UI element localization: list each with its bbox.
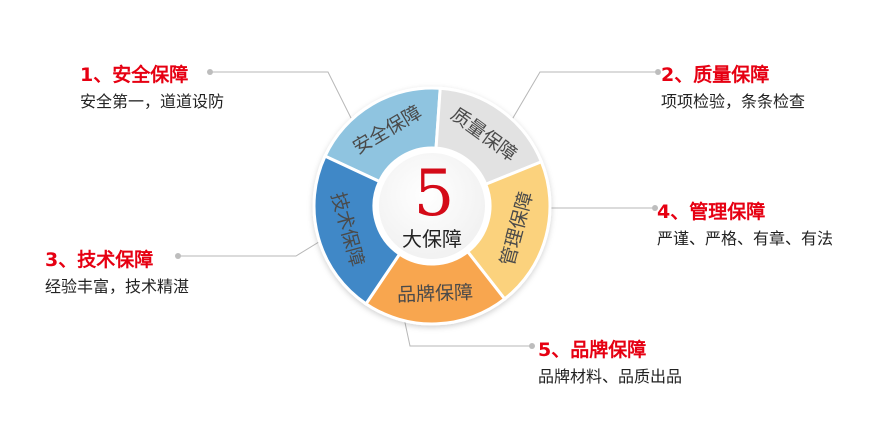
callout-management: 4、管理保障 严谨、严格、有章、有法 — [657, 200, 833, 250]
ring-segment-technology — [312, 154, 402, 306]
ring-segment-brand — [363, 249, 507, 326]
callout-safety: 1、安全保障 安全第一，道道设防 — [80, 63, 224, 113]
ring-label-brand: 品牌保障 — [397, 282, 474, 307]
callout-title: 4、管理保障 — [657, 201, 766, 223]
callout-desc: 安全第一，道道设防 — [80, 92, 225, 111]
callout-title: 5、品牌保障 — [538, 339, 647, 361]
center-number: 5 — [414, 157, 455, 231]
ring-segment-management — [465, 159, 552, 302]
connector-5 — [403, 317, 532, 347]
callout-brand: 5、品牌保障 品牌材料、品质出品 — [538, 338, 682, 388]
callout-desc: 经验丰富，技术精湛 — [45, 277, 190, 296]
callout-quality: 2、质量保障 项项检验，条条检查 — [661, 63, 805, 113]
callout-title: 2、质量保障 — [661, 64, 770, 86]
center-disc — [375, 149, 489, 263]
connector-2 — [499, 71, 658, 141]
ring — [312, 86, 552, 326]
callout-desc: 严谨、严格、有章、有法 — [657, 229, 834, 248]
callout-technology: 3、技术保障 经验丰富，技术精湛 — [45, 248, 189, 298]
connector-1 — [210, 71, 363, 141]
callout-desc: 品牌材料、品质出品 — [538, 367, 683, 386]
callout-desc: 项项检验，条条检查 — [661, 92, 806, 111]
callout-title: 3、技术保障 — [45, 249, 154, 271]
callout-title: 1、安全保障 — [80, 64, 189, 86]
center-label: 大保障 — [402, 227, 462, 251]
